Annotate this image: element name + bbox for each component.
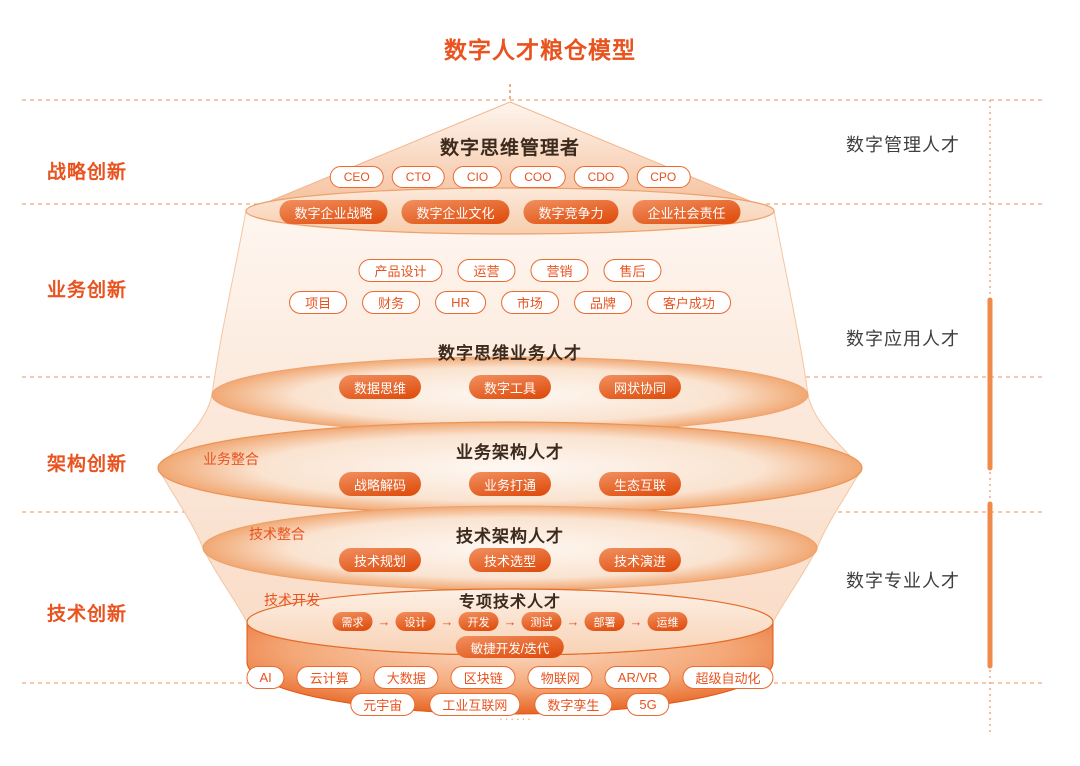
management-heading: 数字思维管理者 <box>439 138 581 159</box>
arrow-right-icon: → <box>629 614 643 629</box>
arrow-right-icon: → <box>566 614 580 629</box>
tech-pill: 工业互联网 <box>429 693 521 716</box>
management-roles-row: CEO CTO CIO COO CDO CPO <box>329 166 691 188</box>
role-pill: CEO <box>329 166 384 188</box>
technologies-row-1: AI 云计算 大数据 区块链 物联网 AR/VR 超级自动化 <box>246 666 774 689</box>
tech-pill: AR/VR <box>604 666 671 689</box>
arrow-right-icon: → <box>377 614 391 629</box>
tech-pill: 元宇宙 <box>350 693 416 716</box>
pipeline-step-pill: 运维 <box>647 612 688 631</box>
role-pill: CPO <box>636 166 691 188</box>
function-pill: 营销 <box>530 259 589 282</box>
function-pill: 财务 <box>362 291 421 314</box>
tech-pill: 大数据 <box>373 666 439 689</box>
capability-pill: 战略解码 <box>338 472 421 496</box>
technology-architecture-capabilities-row: 技术规划 技术选型 技术演进 <box>338 548 682 572</box>
pipeline-step-pill: 需求 <box>332 612 373 631</box>
function-pill: 产品设计 <box>358 259 443 282</box>
tech-pill: 云计算 <box>296 666 362 689</box>
capability-pill: 生态互联 <box>599 472 682 496</box>
role-pill: CTO <box>391 166 445 188</box>
tech-pill: 5G <box>626 693 670 716</box>
agile-pill: 敏捷开发/迭代 <box>455 636 565 658</box>
function-pill: 运营 <box>457 259 516 282</box>
pipeline-step-pill: 测试 <box>521 612 562 631</box>
capability-pill: 网状协同 <box>599 375 682 399</box>
pipeline-step-pill: 开发 <box>458 612 499 631</box>
function-pill: 项目 <box>289 291 348 314</box>
capability-pill: 数字工具 <box>468 375 552 399</box>
technology-integration-tag: 技术整合 <box>249 526 305 542</box>
business-heading: 数字思维业务人才 <box>438 344 582 363</box>
technology-architecture-heading: 技术架构人才 <box>456 527 564 546</box>
capability-pill: 数字企业文化 <box>401 200 510 224</box>
tech-pill: AI <box>246 666 285 689</box>
left-label-architecture-innovation: 架构创新 <box>46 454 128 475</box>
role-pill: CIO <box>452 166 503 188</box>
tech-pill: 区块链 <box>450 666 516 689</box>
management-capabilities-row: 数字企业战略 数字企业文化 数字竞争力 企业社会责任 <box>279 200 741 224</box>
tech-pill: 数字孪生 <box>534 693 613 716</box>
function-pill: 品牌 <box>573 291 632 314</box>
tech-pill: 物联网 <box>527 666 593 689</box>
role-pill: CDO <box>573 166 629 188</box>
pipeline-step-pill: 设计 <box>395 612 436 631</box>
business-integration-tag: 业务整合 <box>203 451 259 467</box>
function-pill: 市场 <box>500 291 559 314</box>
page-title: 数字人才粮仓模型 <box>444 37 636 63</box>
arrow-right-icon: → <box>503 614 517 629</box>
business-functions-row-2: 项目 财务 HR 市场 品牌 客户成功 <box>289 291 731 314</box>
tech-pill: 超级自动化 <box>682 666 774 689</box>
right-label-management-talent: 数字管理人才 <box>846 135 960 155</box>
capability-pill: 技术选型 <box>468 548 552 572</box>
technology-development-tag: 技术开发 <box>264 592 320 608</box>
function-pill: 售后 <box>603 259 662 282</box>
function-pill: HR <box>435 291 486 314</box>
technology-development-heading: 专项技术人才 <box>458 594 562 611</box>
business-architecture-heading: 业务架构人才 <box>456 443 564 462</box>
left-label-strategy-innovation: 战略创新 <box>46 162 128 183</box>
capability-pill: 技术规划 <box>338 548 421 572</box>
pipeline-step-pill: 部署 <box>584 612 625 631</box>
right-label-application-talent: 数字应用人才 <box>846 329 960 349</box>
business-functions-row-1: 产品设计 运营 营销 售后 <box>358 259 662 282</box>
capability-pill: 数字企业战略 <box>279 200 388 224</box>
technologies-row-2: 元宇宙 工业互联网 数字孪生 5G <box>350 693 670 716</box>
function-pill: 客户成功 <box>646 291 731 314</box>
business-architecture-ellipse <box>157 421 863 515</box>
left-label-technology-innovation: 技术创新 <box>46 604 128 625</box>
capability-pill: 数字竞争力 <box>523 200 619 224</box>
more-technologies-ellipsis: ...... <box>499 708 533 723</box>
dev-pipeline-row: 需求 → 设计 → 开发 → 测试 → 部署 → 运维 <box>332 612 688 631</box>
business-architecture-capabilities-row: 战略解码 业务打通 生态互联 <box>338 472 682 496</box>
capability-pill: 数据思维 <box>338 375 421 399</box>
capability-pill: 企业社会责任 <box>632 200 741 224</box>
business-capabilities-row: 数据思维 数字工具 网状协同 <box>338 375 682 399</box>
capability-pill: 技术演进 <box>599 548 682 572</box>
role-pill: COO <box>510 166 566 188</box>
left-label-business-innovation: 业务创新 <box>46 280 128 301</box>
capability-pill: 业务打通 <box>468 472 552 496</box>
arrow-right-icon: → <box>440 614 454 629</box>
right-label-professional-talent: 数字专业人才 <box>846 571 960 591</box>
